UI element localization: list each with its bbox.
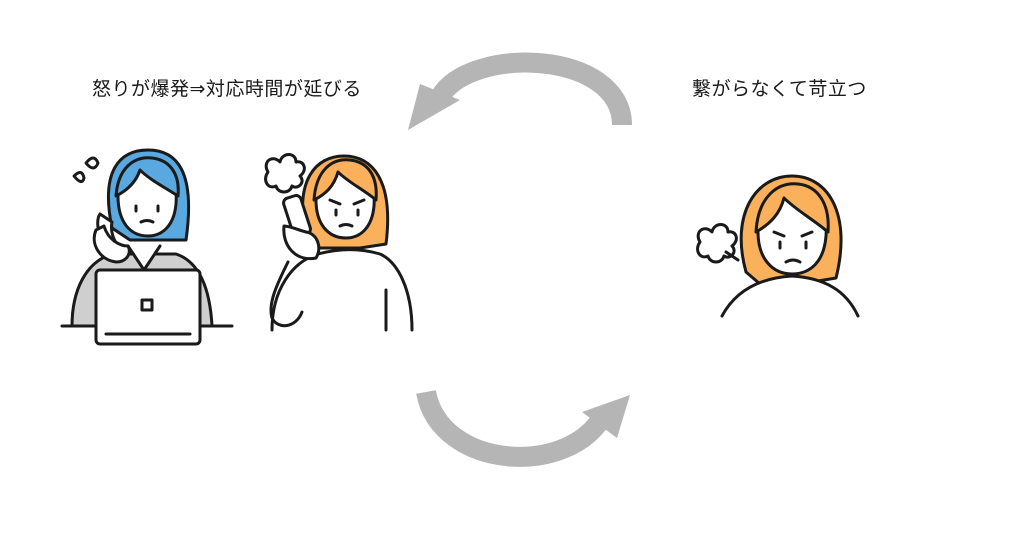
- sweat-drop-icon: [84, 156, 100, 170]
- caption-frustrated-cannot-connect: 繋がらなくて苛立つ: [692, 78, 867, 100]
- cycle-arrow-top: [408, 52, 632, 130]
- cycle-arrow-bottom: [416, 389, 630, 467]
- frustrated-person-figure: [696, 174, 860, 318]
- caption-anger-explodes: 怒りが爆発⇒対応時間が延びる: [92, 78, 362, 100]
- operator-figure: [60, 148, 234, 346]
- angry-caller-figure: [264, 153, 414, 332]
- anger-puff-icon: [264, 153, 306, 194]
- sweat-drop-icon: [72, 171, 86, 183]
